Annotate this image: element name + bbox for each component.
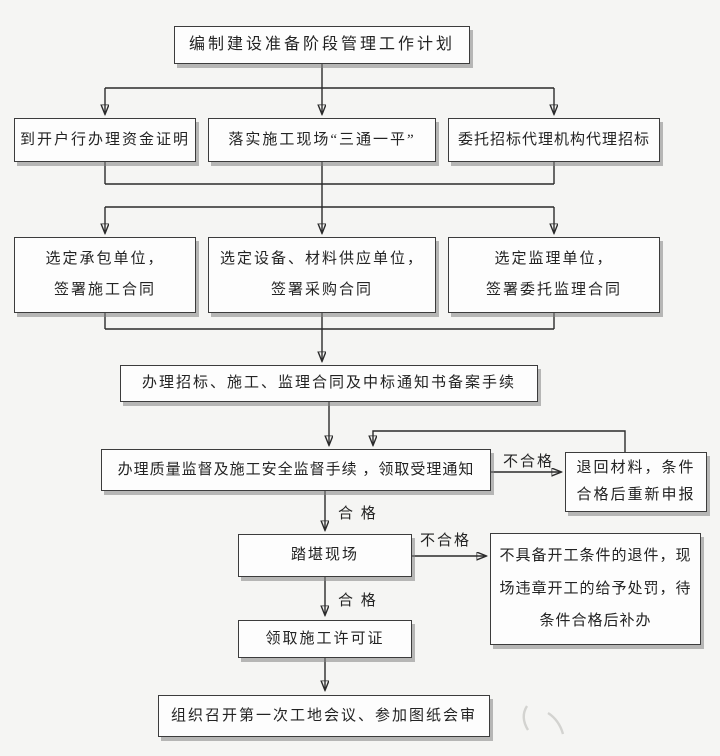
node-site-survey-text: 踏堪现场 <box>290 547 359 563</box>
node-site-prep: 落实施工现场“三通一平” <box>208 118 436 162</box>
node-plan-text: 编制建设准备阶段管理工作计划 <box>188 35 455 53</box>
node-filing: 办理招标、施工、监理合同及中标通知书备案手续 <box>120 365 538 402</box>
node-filing-text: 办理招标、施工、监理合同及中标通知书备案手续 <box>141 375 516 391</box>
node-plan: 编制建设准备阶段管理工作计划 <box>174 26 470 64</box>
node-select-supervisor: 选定监理单位， 签署委托监理合同 <box>448 237 660 313</box>
connector-return-feedback <box>373 430 626 452</box>
edge-label-unqualified-2: 不合格 <box>420 533 472 549</box>
node-reject-punish-line2: 场违章开工的给予处罚，待 <box>499 580 692 597</box>
node-bid-agency-text: 委托招标代理机构代理招标 <box>457 131 650 148</box>
node-select-contractor: 选定承包单位， 签署施工合同 <box>14 237 196 313</box>
node-reject-punish-line1: 不具备开工条件的退件，现 <box>499 547 692 564</box>
node-fund-cert-text: 到开户行办理资金证明 <box>19 131 190 148</box>
node-quality-supervision: 办理质量监督及施工安全监督手续 ，领取受理通知 <box>101 449 491 491</box>
node-return-materials: 退回材料，条件 合格后重新申报 <box>565 452 707 512</box>
node-select-contractor-line1: 选定承包单位， <box>45 250 165 267</box>
node-select-supervisor-line2: 签署委托监理合同 <box>485 282 622 299</box>
node-first-meeting: 组织召开第一次工地会议、参加图纸会审 <box>158 695 490 737</box>
node-reject-punish-line3: 条件合格后补办 <box>539 613 652 630</box>
node-first-meeting-text: 组织召开第一次工地会议、参加图纸会审 <box>170 707 477 724</box>
node-fund-cert: 到开户行办理资金证明 <box>14 118 196 162</box>
node-select-contractor-line2: 签署施工合同 <box>53 282 156 299</box>
node-construction-permit-text: 领取施工许可证 <box>265 630 385 647</box>
edge-label-qualified-1: 合 格 <box>338 506 378 522</box>
node-return-materials-line2: 合格后重新申报 <box>576 486 696 503</box>
node-select-supervisor-line1: 选定监理单位， <box>494 250 614 267</box>
node-return-materials-line1: 退回材料，条件 <box>576 460 696 477</box>
node-bid-agency: 委托招标代理机构代理招标 <box>448 118 660 162</box>
node-select-supplier-line2: 签署采购合同 <box>270 282 373 299</box>
node-quality-supervision-text: 办理质量监督及施工安全监督手续 ，领取受理通知 <box>117 461 475 478</box>
node-select-supplier-line1: 选定设备、材料供应单位， <box>219 250 424 267</box>
watermark-mark <box>522 705 530 731</box>
watermark-mark <box>547 711 565 735</box>
node-select-supplier: 选定设备、材料供应单位， 签署采购合同 <box>208 237 436 313</box>
node-reject-punish: 不具备开工条件的退件，现 场违章开工的给予处罚，待 条件合格后补办 <box>490 533 701 645</box>
edge-label-qualified-2: 合 格 <box>338 593 378 609</box>
node-site-prep-text: 落实施工现场“三通一平” <box>228 131 416 148</box>
edge-label-unqualified-1: 不合格 <box>503 454 555 470</box>
node-construction-permit: 领取施工许可证 <box>238 620 412 658</box>
node-site-survey: 踏堪现场 <box>238 534 412 577</box>
